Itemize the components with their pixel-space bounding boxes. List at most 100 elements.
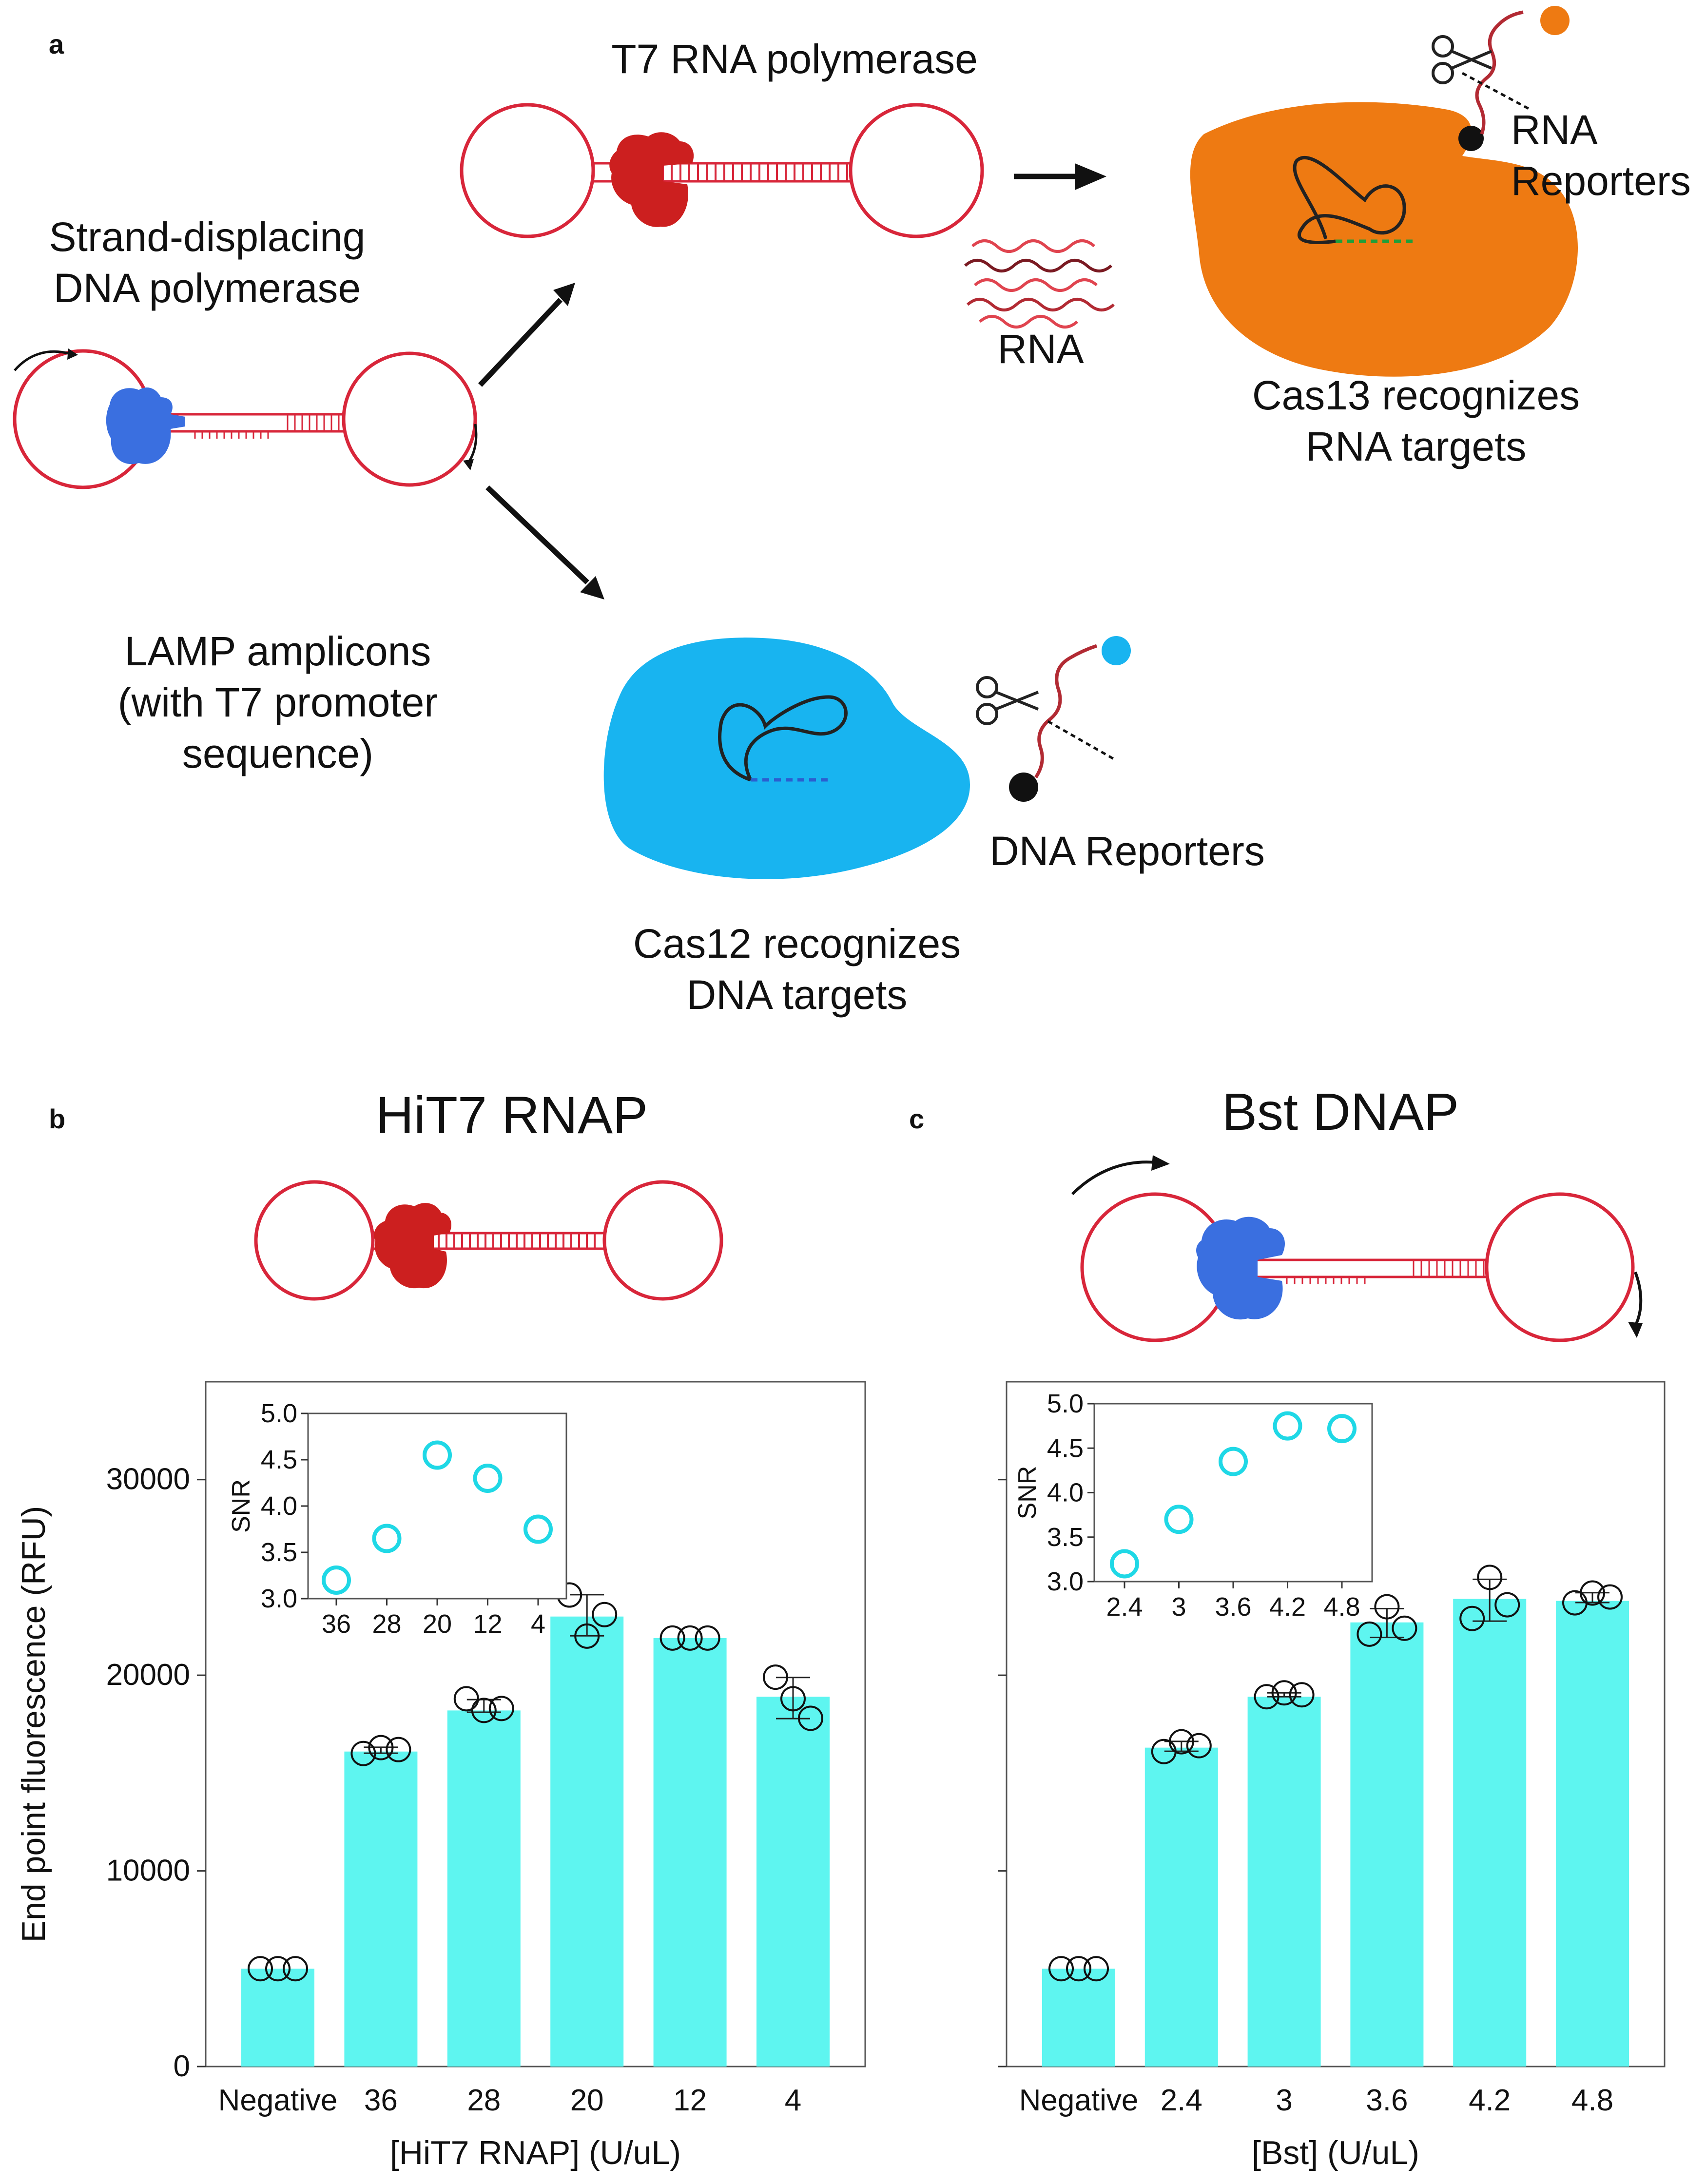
cas12-protein-icon — [603, 638, 970, 879]
y-tick-label: 10000 — [106, 1854, 190, 1888]
cas13-label-line2: RNA targets — [1306, 424, 1527, 469]
data-point — [780, 1686, 806, 1712]
data-point — [1084, 1956, 1109, 1982]
inset-y-axis-title: SNR — [227, 1479, 255, 1533]
dna-loop-icon — [254, 1180, 375, 1301]
data-point — [283, 1956, 308, 1982]
data-point — [248, 1956, 273, 1982]
plot-frame — [1006, 1381, 1666, 2068]
strand-displacing-label: Strand-displacing — [49, 214, 365, 260]
cas13-label-line1: Cas13 recognizes — [1252, 372, 1580, 418]
inset-y-tick-label: 4.5 — [1047, 1433, 1084, 1463]
inset-x-tick-label: 3.6 — [1215, 1592, 1251, 1622]
data-point — [1494, 1592, 1520, 1618]
x-tick-label: 36 — [364, 2084, 398, 2117]
lamp-label-line1: LAMP amplicons — [125, 628, 431, 674]
data-point — [350, 1740, 376, 1766]
scissors-icon — [976, 676, 1039, 725]
x-tick-label: 2.4 — [1161, 2084, 1202, 2117]
panel-b-letter: b — [49, 1103, 65, 1134]
snr-point — [423, 1440, 452, 1470]
lamp-amplicon-diagram — [13, 348, 478, 489]
x-tick-label: Negative — [1019, 2084, 1139, 2117]
polymerase-icon — [374, 1203, 451, 1289]
dna-loop-icon — [342, 351, 477, 487]
lamp-label-line3: sequence) — [182, 731, 373, 776]
data-point — [1048, 1956, 1074, 1982]
data-point — [592, 1602, 618, 1627]
y-tick-label: 20000 — [106, 1658, 190, 1692]
inset-x-tick-label: 2.4 — [1106, 1592, 1143, 1622]
data-point — [1580, 1580, 1605, 1606]
inset-x-tick-label: 4 — [531, 1609, 545, 1639]
plot-frame — [205, 1381, 866, 2068]
inset-x-tick-label: 4.8 — [1323, 1592, 1360, 1622]
snr-point — [322, 1566, 351, 1595]
data-point — [488, 1696, 514, 1721]
x-tick-label: 20 — [570, 2084, 604, 2117]
data-point — [1066, 1956, 1091, 1982]
y-tick-label: 30000 — [106, 1463, 190, 1496]
bar — [1144, 1747, 1218, 2067]
bar — [447, 1710, 521, 2067]
data-point — [386, 1737, 411, 1762]
reporter-icon — [1102, 636, 1131, 665]
dna-loop-icon — [602, 1180, 723, 1301]
data-point — [265, 1956, 291, 1982]
cas12-label-line1: Cas12 recognizes — [633, 921, 961, 966]
data-point — [1357, 1621, 1382, 1647]
snr-point — [372, 1524, 402, 1553]
bar — [1556, 1601, 1629, 2067]
arrow-icon — [1071, 1160, 1156, 1196]
data-point — [1271, 1680, 1297, 1706]
data-point — [798, 1705, 823, 1731]
data-point — [453, 1686, 479, 1712]
inset-x-tick-label: 3 — [1171, 1592, 1186, 1622]
inset-y-tick-label: 5.0 — [261, 1399, 297, 1428]
inset-y-tick-label: 3.0 — [1047, 1567, 1084, 1596]
snr-point — [1327, 1414, 1357, 1444]
bar — [550, 1616, 624, 2067]
x-tick-label: 4.8 — [1571, 2084, 1613, 2117]
data-point — [1186, 1733, 1212, 1759]
inset-x-tick-label: 12 — [473, 1609, 502, 1639]
snr-point — [1219, 1447, 1248, 1476]
data-point — [1254, 1684, 1280, 1710]
data-point — [471, 1698, 497, 1723]
cas13-protein-icon — [1190, 102, 1578, 377]
rna-reporters-label-line2: Reporters — [1511, 158, 1691, 204]
x-tick-label: 3.6 — [1366, 2084, 1408, 2117]
inset-y-tick-label: 5.0 — [1047, 1389, 1084, 1418]
snr-point — [523, 1514, 553, 1544]
x-tick-label: 4.2 — [1469, 2084, 1511, 2117]
bar — [1350, 1622, 1424, 2067]
bar — [344, 1751, 418, 2067]
inset-y-tick-label: 3.5 — [261, 1538, 297, 1567]
snr-point — [473, 1464, 503, 1493]
data-point — [368, 1735, 394, 1760]
x-tick-label: 28 — [467, 2084, 501, 2117]
panel-c-letter: c — [909, 1103, 924, 1134]
bar — [756, 1697, 830, 2067]
hit7-amplicon-diagram — [254, 1180, 723, 1301]
x-tick-label: 3 — [1276, 2084, 1292, 2117]
data-point — [763, 1664, 788, 1690]
inset-x-tick-label: 20 — [423, 1609, 452, 1639]
lamp-label-line2: (with T7 promoter — [118, 679, 438, 725]
t7-rna-polymerase-label: T7 RNA polymerase — [611, 36, 978, 82]
arrow-icon — [485, 485, 589, 584]
data-point — [1459, 1605, 1485, 1631]
reporter-icon — [1009, 773, 1038, 802]
x-axis-title: [HiT7 RNAP] (U/uL) — [390, 2134, 681, 2171]
rna-label: RNA — [997, 326, 1084, 372]
polymerase-icon — [106, 387, 185, 464]
data-point — [1168, 1729, 1194, 1755]
dna-reporters-label: DNA Reporters — [989, 828, 1265, 874]
dna-polymerase-label: DNA polymerase — [54, 265, 361, 311]
bar — [1042, 1969, 1115, 2067]
bar — [241, 1969, 314, 2067]
y-tick-label: 0 — [174, 2049, 190, 2083]
inset-y-tick-label: 4.5 — [261, 1445, 297, 1474]
